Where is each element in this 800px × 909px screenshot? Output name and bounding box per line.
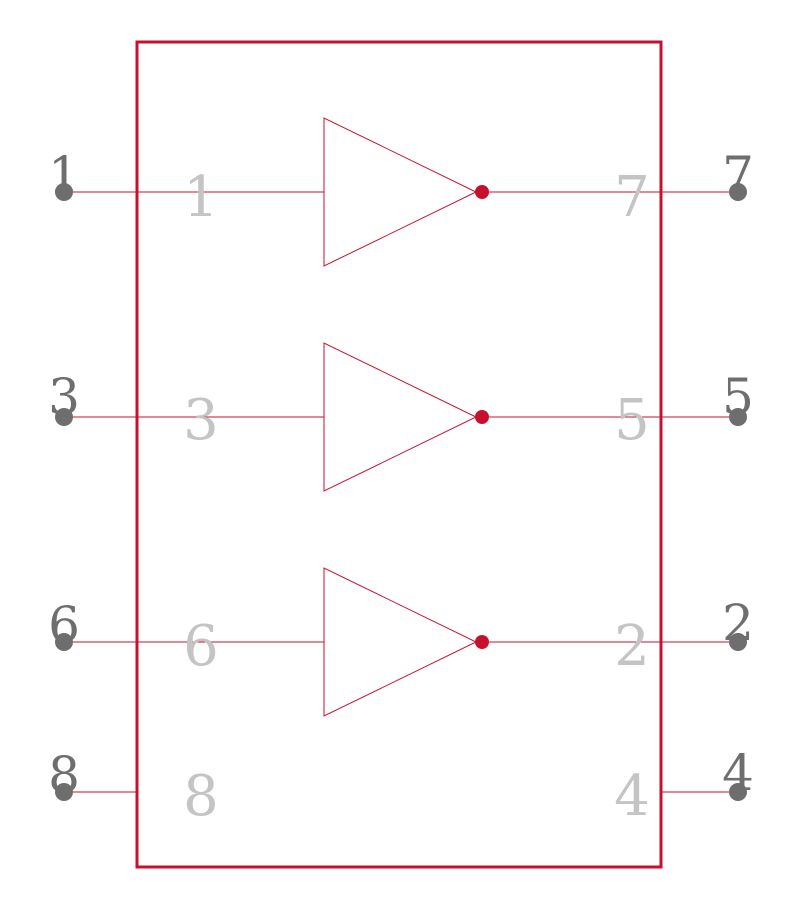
power-pins: 8 8 4 4: [48, 744, 754, 829]
inversion-bubble: [475, 185, 489, 199]
pin-number-outer: 7: [722, 146, 754, 204]
gate-2: 3 3 5 5: [48, 342, 754, 492]
pin-number-inner: 8: [183, 764, 219, 829]
pin-number-inner: 5: [614, 388, 650, 453]
pin-number-outer: 6: [48, 596, 80, 654]
pin-dot[interactable]: [729, 633, 747, 651]
pin-number-inner: 6: [183, 614, 219, 679]
gate-3: 6 6 2 2: [48, 567, 754, 717]
pin-dot[interactable]: [55, 183, 73, 201]
pin-number-outer: 8: [48, 746, 80, 804]
inversion-bubble: [475, 635, 489, 649]
pin-number-inner: 2: [614, 614, 650, 679]
pin-number-inner: 4: [614, 764, 650, 829]
buffer-triangle: [323, 342, 478, 492]
pin-dot[interactable]: [55, 408, 73, 426]
pin-number-outer: 4: [722, 744, 754, 802]
pin-number-outer: 1: [48, 146, 80, 204]
buffer-triangle: [323, 117, 478, 267]
pin-dot[interactable]: [55, 783, 73, 801]
pin-number-inner: 3: [183, 388, 219, 453]
buffer-triangle: [323, 567, 478, 717]
pin-dot[interactable]: [729, 408, 747, 426]
inversion-bubble: [475, 410, 489, 424]
pin-number-outer: 2: [722, 594, 754, 652]
pin-dot[interactable]: [55, 633, 73, 651]
pin-dot[interactable]: [729, 783, 747, 801]
pin-dot[interactable]: [729, 183, 747, 201]
gate-1: 1 1 7 7: [48, 117, 754, 267]
component-body: [135, 40, 663, 869]
pin-number-inner: 1: [183, 165, 219, 230]
pin-number-outer: 3: [48, 368, 80, 426]
pin-number-inner: 7: [614, 165, 650, 230]
pin-number-outer: 5: [722, 368, 754, 426]
